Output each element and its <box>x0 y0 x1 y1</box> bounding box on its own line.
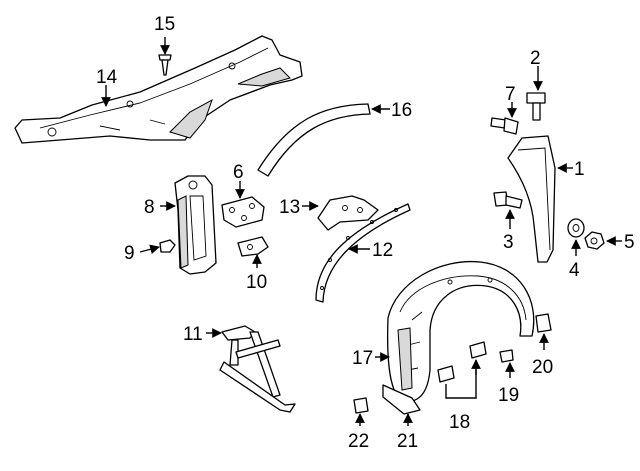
part-3-stud <box>493 191 523 209</box>
part-22-clip <box>353 397 369 414</box>
part-20-clip <box>535 313 552 333</box>
part-14-apron-rail <box>14 35 303 144</box>
part-8-bracket <box>174 175 217 275</box>
callout-21: 21 <box>397 431 418 452</box>
leader-9 <box>139 244 160 254</box>
callout-8: 8 <box>144 197 155 218</box>
part-5-nut <box>584 231 605 250</box>
part-12-seal-strip <box>315 203 411 303</box>
callout-19: 19 <box>498 385 519 406</box>
callout-9: 9 <box>124 243 135 264</box>
part-10-bracket <box>237 236 269 257</box>
callout-numbers: 1 2 3 4 5 6 7 8 9 10 11 12 13 14 15 16 1… <box>96 14 635 452</box>
callout-4: 4 <box>569 260 580 281</box>
part-19-screw <box>499 349 514 363</box>
callout-17: 17 <box>352 348 373 369</box>
callout-22: 22 <box>348 431 369 452</box>
callout-2: 2 <box>530 48 541 69</box>
callout-11: 11 <box>183 324 203 345</box>
callout-13: 13 <box>279 197 300 218</box>
callout-7: 7 <box>505 84 516 105</box>
part-9-clip <box>159 239 176 253</box>
leader-18 <box>445 360 477 399</box>
part-13-bracket <box>317 195 379 231</box>
part-16-trim-moulding <box>257 103 371 177</box>
part-15-clip <box>158 54 172 76</box>
callout-10: 10 <box>246 272 267 293</box>
callout-12: 12 <box>372 240 393 261</box>
part-6-plate <box>221 196 265 228</box>
part-7-bolt <box>490 117 519 135</box>
callout-20: 20 <box>532 357 553 378</box>
callout-6: 6 <box>233 162 244 183</box>
part-4-washer <box>567 218 585 238</box>
leader-lines <box>101 37 622 426</box>
part-11-brace <box>219 325 296 413</box>
part-2-bolt <box>526 92 546 121</box>
callout-3: 3 <box>503 232 514 253</box>
callout-5: 5 <box>624 232 635 253</box>
callout-15: 15 <box>154 14 175 35</box>
part-1-fender-panel <box>507 135 556 263</box>
callout-18: 18 <box>449 412 470 433</box>
part-21-bracket <box>382 384 421 415</box>
part-17-fender-liner <box>386 260 535 403</box>
callout-14: 14 <box>96 67 118 88</box>
callout-1: 1 <box>574 159 585 180</box>
part-18-screws <box>437 341 487 383</box>
callout-16: 16 <box>391 100 412 121</box>
